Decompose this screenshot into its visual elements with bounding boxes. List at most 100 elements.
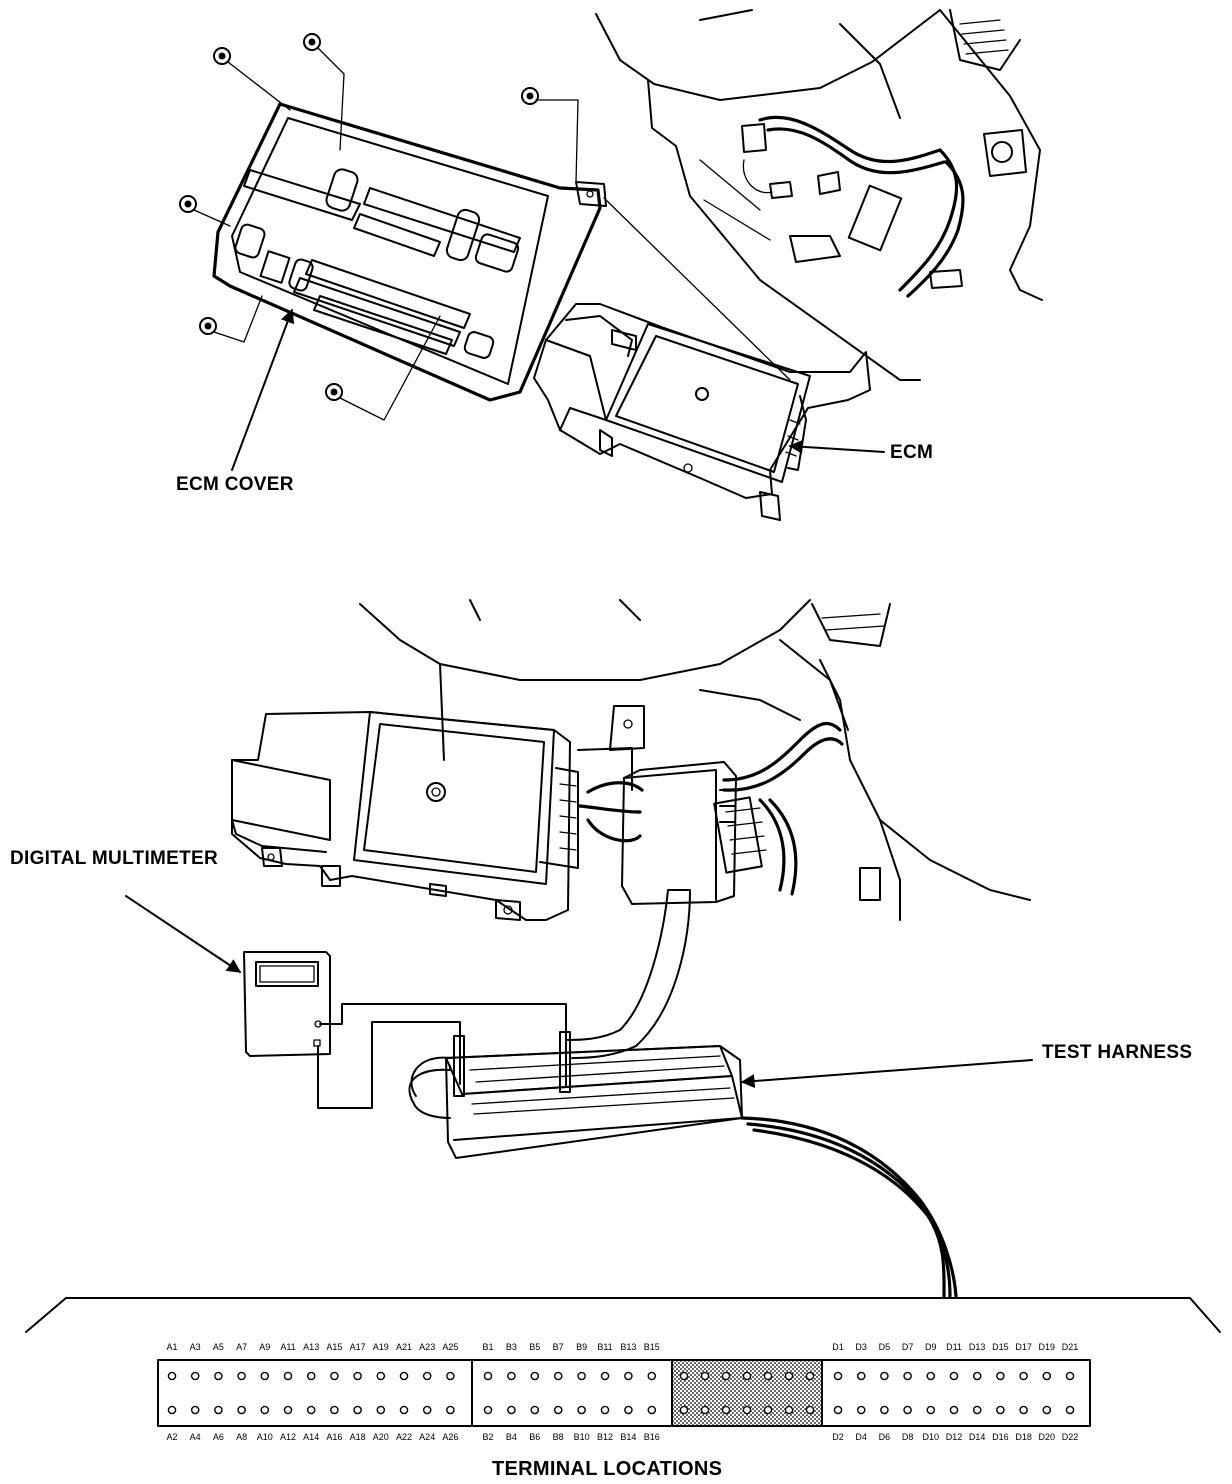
- terminal-hole-b6: [530, 1405, 540, 1415]
- terminal-label-d20: D20: [1038, 1432, 1056, 1442]
- terminal-label-b4: B4: [505, 1432, 517, 1442]
- unused-terminal-hole: [784, 1405, 794, 1415]
- terminal-label-a16: A16: [326, 1432, 343, 1442]
- terminal-label-d17: D17: [1015, 1342, 1032, 1352]
- terminal-hole-a23: [422, 1371, 432, 1381]
- terminal-hole-d22: [1065, 1405, 1075, 1415]
- terminal-label-d5: D5: [878, 1342, 891, 1352]
- terminal-hole-a16: [330, 1405, 339, 1415]
- terminal-label-a15: A15: [326, 1342, 343, 1352]
- terminal-label-a8: A8: [236, 1432, 248, 1442]
- terminal-hole-b1: [483, 1371, 493, 1381]
- terminal-hole-a5: [214, 1371, 223, 1381]
- terminal-label-a25: A25: [442, 1342, 459, 1352]
- terminal-label-a10: A10: [256, 1432, 273, 1442]
- terminal-locations-title: TERMINAL LOCATIONS: [492, 1458, 723, 1480]
- terminal-hole-d3: [856, 1371, 866, 1381]
- terminal-holes: [167, 1371, 1075, 1415]
- terminal-hole-a10: [260, 1405, 270, 1415]
- terminal-hole-a1: [167, 1371, 177, 1381]
- terminal-label-b1: B1: [482, 1342, 494, 1352]
- terminal-label-a23: A23: [419, 1342, 436, 1352]
- terminal-hole-a13: [306, 1371, 316, 1381]
- bolt-icons: [179, 33, 539, 401]
- terminal-hole-b13: [624, 1371, 633, 1381]
- terminal-label-a1: A1: [166, 1342, 178, 1352]
- terminal-label-d19: D19: [1038, 1342, 1056, 1352]
- terminal-hole-d20: [1042, 1405, 1052, 1415]
- terminal-label-b11: B11: [597, 1342, 613, 1352]
- terminal-label-b7: B7: [552, 1342, 564, 1352]
- terminal-hole-d12: [949, 1405, 959, 1415]
- test-harness-interface: [565, 761, 737, 1059]
- terminal-label-b3: B3: [505, 1342, 517, 1352]
- terminal-label-d13: D13: [968, 1342, 986, 1352]
- terminal-hole-a18: [353, 1405, 362, 1415]
- terminal-label-a2: A2: [166, 1432, 178, 1442]
- terminal-hole-b8: [553, 1405, 563, 1415]
- bolt-icon: [303, 33, 321, 51]
- unused-terminal-area: [671, 1359, 823, 1427]
- ecm-cover-label: ECM COVER: [176, 474, 294, 495]
- dashboard-illustration-middle: [359, 599, 1031, 921]
- terminal-hole-a9: [260, 1371, 270, 1381]
- terminal-hole-b14: [624, 1405, 633, 1415]
- terminal-hole-d5: [880, 1371, 889, 1381]
- leader-arrows: [125, 308, 1033, 1089]
- terminal-hole-d2: [833, 1405, 843, 1415]
- terminal-hole-b3: [507, 1371, 516, 1381]
- terminal-label-d22: D22: [1061, 1432, 1079, 1442]
- terminal-hole-d4: [856, 1405, 866, 1415]
- ecm-unit-middle: [231, 705, 645, 921]
- terminal-hole-a21: [399, 1371, 409, 1381]
- terminal-hole-a12: [283, 1405, 293, 1415]
- terminal-hole-a14: [306, 1405, 316, 1415]
- unused-terminal-hole: [805, 1405, 815, 1415]
- terminal-label-a5: A5: [212, 1342, 224, 1352]
- terminal-label-a22: A22: [395, 1432, 413, 1442]
- dashboard-illustration-top: [595, 9, 1043, 381]
- unused-terminal-hole: [679, 1371, 689, 1381]
- terminal-label-d1: D1: [832, 1342, 844, 1352]
- terminal-label-a7: A7: [236, 1342, 248, 1352]
- terminal-hole-b2: [483, 1405, 493, 1415]
- terminal-label-d21: D21: [1061, 1342, 1079, 1352]
- terminal-label-a20: A20: [372, 1432, 389, 1442]
- terminal-label-a17: A17: [349, 1342, 366, 1352]
- terminal-hole-b4: [507, 1405, 516, 1415]
- terminal-label-d4: D4: [855, 1432, 867, 1442]
- terminal-hole-b10: [577, 1405, 586, 1415]
- bolt-icon: [521, 87, 539, 105]
- terminal-label-d7: D7: [901, 1342, 914, 1352]
- unused-terminal-hole: [805, 1371, 815, 1381]
- terminal-label-b6: B6: [529, 1432, 541, 1442]
- terminal-hole-a17: [353, 1371, 362, 1381]
- terminal-locations-panel: [25, 1297, 1221, 1427]
- terminal-hole-a24: [422, 1405, 432, 1415]
- terminal-label-b14: B14: [620, 1432, 637, 1442]
- terminal-label-b16: B16: [643, 1432, 660, 1442]
- unused-terminal-hole: [742, 1371, 752, 1381]
- terminal-label-d12: D12: [945, 1432, 963, 1442]
- test-harness-board: [408, 1031, 958, 1298]
- terminal-label-b5: B5: [529, 1342, 541, 1352]
- terminal-label-a13: A13: [303, 1342, 320, 1352]
- terminal-hole-a11: [283, 1371, 293, 1381]
- test-harness-label: TEST HARNESS: [1042, 1042, 1193, 1063]
- terminal-hole-d14: [972, 1405, 982, 1415]
- terminal-label-d11: D11: [946, 1342, 962, 1352]
- terminal-hole-b7: [553, 1371, 563, 1381]
- terminal-label-a9: A9: [259, 1342, 271, 1352]
- terminal-label-d18: D18: [1015, 1432, 1032, 1442]
- terminal-label-a19: A19: [372, 1342, 389, 1352]
- terminal-hole-d21: [1065, 1371, 1075, 1381]
- terminal-hole-d18: [1019, 1405, 1028, 1415]
- terminal-label-a12: A12: [279, 1432, 297, 1442]
- terminal-hole-d11: [949, 1371, 959, 1381]
- unused-terminal-hole: [700, 1405, 710, 1415]
- terminal-hole-d6: [880, 1405, 889, 1415]
- bolt-icon: [199, 317, 217, 335]
- terminal-hole-a2: [167, 1405, 177, 1415]
- terminal-label-d6: D6: [878, 1432, 891, 1442]
